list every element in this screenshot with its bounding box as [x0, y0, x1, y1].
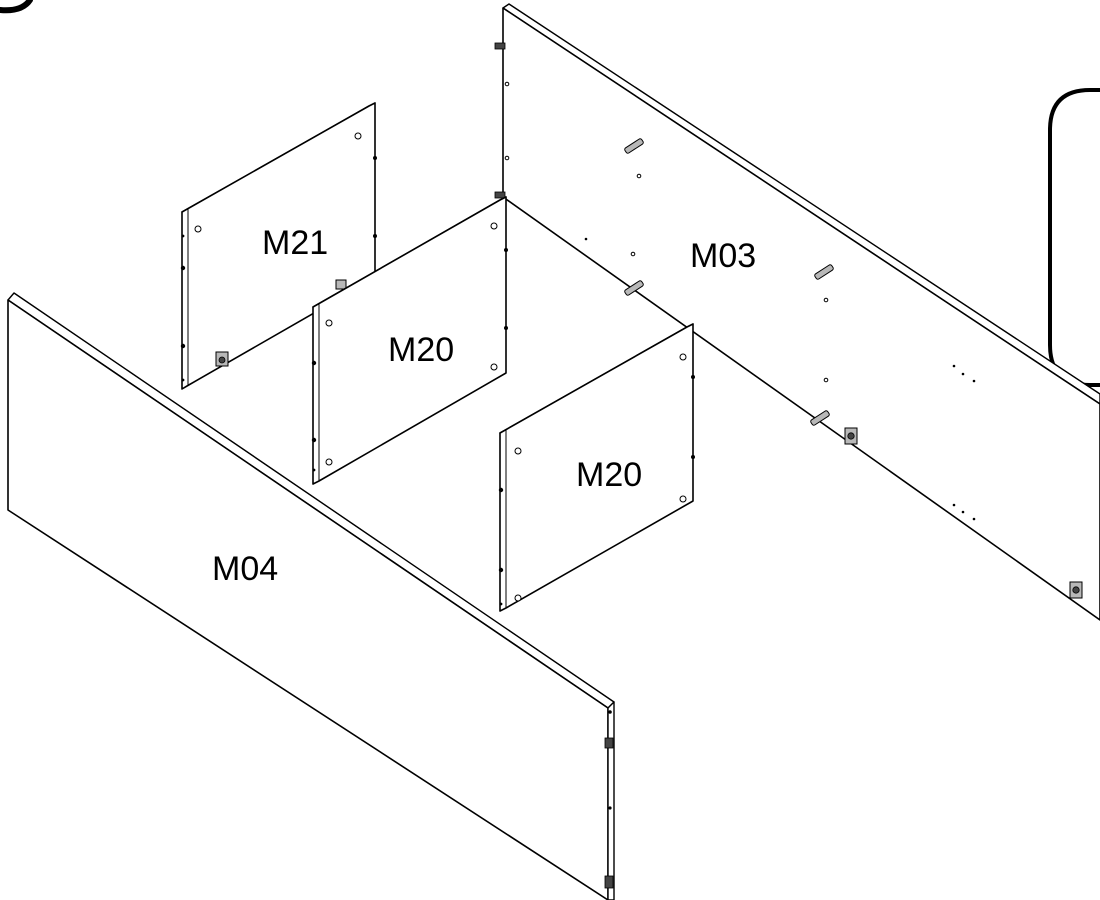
panel-m21: M21	[180, 102, 377, 390]
panel-label-m20-front: M20	[388, 331, 454, 369]
m21-cam-lock-2	[335, 279, 347, 290]
m03-cam-lock-2	[1069, 581, 1083, 599]
m20-right-holes	[498, 353, 695, 606]
panel-label-m03: M03	[690, 237, 756, 275]
panel-label-m20-right: M20	[576, 456, 642, 494]
m03-edge-pins	[494, 42, 506, 199]
m21-holes	[180, 132, 377, 382]
panel-label-m04: M04	[212, 550, 278, 588]
m04-edge-fasteners	[604, 710, 614, 889]
m03-holes	[504, 81, 976, 521]
callout-frame	[1048, 88, 1100, 387]
panel-m03: M03	[494, 3, 1100, 621]
panel-m20-front: M20	[311, 196, 508, 485]
m03-dowels	[624, 138, 834, 426]
panel-m20-right: M20	[498, 323, 695, 612]
m21-cam-lock	[215, 351, 229, 367]
panel-m04: M04	[7, 292, 615, 900]
corner-fragment	[0, 0, 33, 14]
m20-front-holes	[311, 222, 508, 472]
m03-cam-lock-1	[844, 427, 858, 445]
panel-label-m21: M21	[262, 224, 328, 262]
